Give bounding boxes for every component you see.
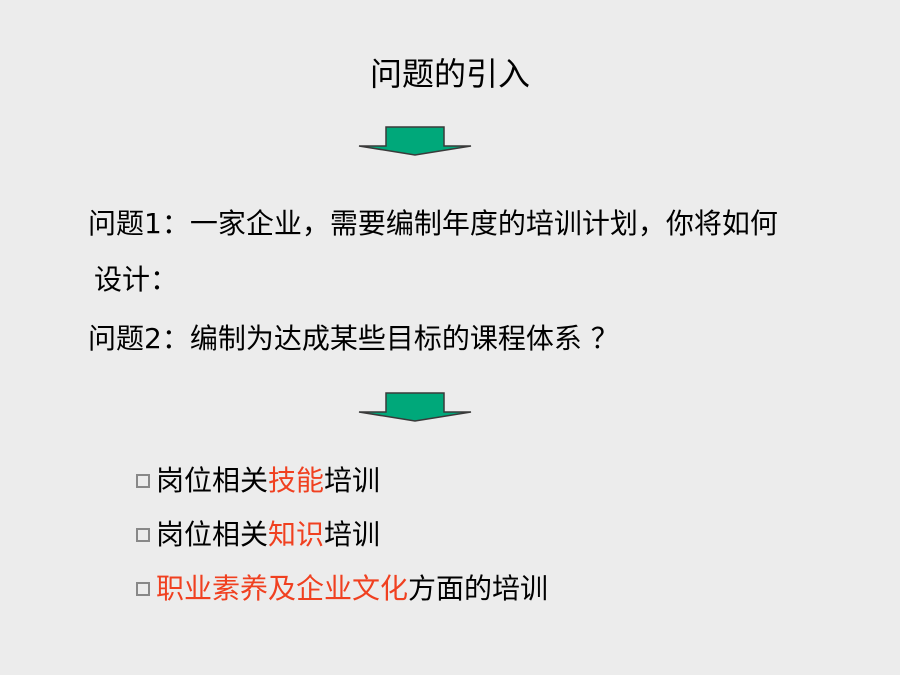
- down-arrow-shape: [358, 126, 472, 156]
- question-1-line-1: 问题1：一家企业，需要编制年度的培训计划，你将如何: [88, 207, 778, 240]
- question-1-line-2: 设计：: [94, 263, 179, 296]
- bullet-item: 岗位相关技能培训: [136, 461, 380, 501]
- down-arrow-icon: [357, 126, 473, 156]
- bullet-text-highlight: 职业素养及企业文化: [156, 572, 409, 605]
- question-2: 问题2：编制为达成某些目标的课程体系 ？: [88, 322, 619, 355]
- bullet-text-pre: 岗位相关: [156, 518, 269, 551]
- bullet-item: 职业素养及企业文化方面的培训: [136, 569, 548, 609]
- bullet-item: 岗位相关知识培训: [136, 515, 380, 555]
- square-bullet-icon: [136, 582, 150, 596]
- down-arrow-icon: [357, 392, 473, 422]
- bullet-text-pre: 岗位相关: [156, 464, 269, 497]
- bullet-text-post: 培训: [324, 518, 381, 551]
- bullet-text-post: 方面的培训: [408, 572, 549, 605]
- square-bullet-icon: [136, 528, 150, 542]
- bullet-text-highlight: 技能: [268, 464, 325, 497]
- bullet-text-post: 培训: [324, 464, 381, 497]
- down-arrow-shape: [358, 392, 472, 422]
- bullet-text-highlight: 知识: [268, 518, 325, 551]
- square-bullet-icon: [136, 474, 150, 488]
- slide-title: 问题的引入: [369, 55, 530, 93]
